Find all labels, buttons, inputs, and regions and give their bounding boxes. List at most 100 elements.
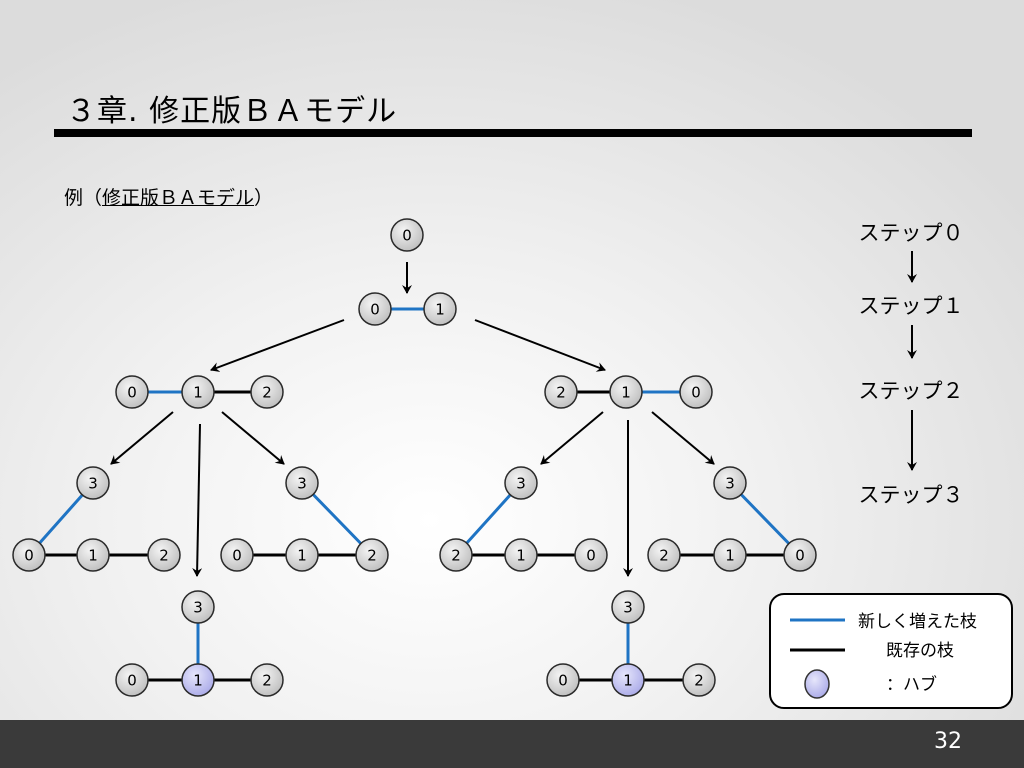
node-9-1 [546, 663, 580, 697]
arrow-left-to-case3 [192, 423, 203, 577]
graph-6: 3 0 1 2 [115, 590, 284, 697]
node-4-2 [76, 538, 110, 572]
node-7-3 [574, 538, 608, 572]
legend-new-edge-label: 新しく増えた枝 [858, 612, 977, 632]
node-label-6-3: 2 [262, 672, 272, 690]
hub-node-6-2 [181, 663, 215, 697]
node-label-6-1: 0 [127, 672, 137, 690]
node-label-6-0: 3 [193, 599, 203, 617]
legend-hub-swatch [804, 669, 830, 699]
node-label-2-0: 0 [127, 384, 137, 402]
slide-title: ３章. 修正版ＢＡモデル [66, 94, 398, 129]
graph-5: 3 0 1 2 [220, 466, 389, 572]
arrow-step1-to-left [210, 319, 345, 372]
node-9-3 [682, 663, 716, 697]
node-3-2 [679, 375, 713, 409]
node-label-5-2: 1 [297, 547, 307, 565]
node-9-0 [611, 590, 645, 624]
node-label-6-2: 1 [193, 672, 203, 690]
arrow-right-to-case2 [651, 411, 715, 465]
caption-prefix: 例（ [64, 187, 103, 209]
step-1-label: ステップ１ [859, 294, 964, 318]
node-label-8-3: 0 [795, 547, 805, 565]
transition-arrows [110, 262, 715, 577]
node-1-0 [358, 292, 392, 326]
node-6-1 [115, 663, 149, 697]
node-label-1-0: 0 [370, 301, 380, 319]
step-3-label: ステップ３ [859, 483, 964, 507]
step-labels: ステップ０ ステップ１ ステップ２ ステップ３ [859, 221, 964, 507]
node-label-0-0: 0 [402, 227, 412, 245]
legend-hub-label: ：ハブ [886, 674, 937, 695]
node-4-0 [76, 466, 110, 500]
node-3-1 [609, 375, 643, 409]
node-7-1 [439, 538, 473, 572]
node-1-1 [423, 292, 457, 326]
node-label-3-0: 2 [556, 384, 566, 402]
node-label-4-0: 3 [88, 475, 98, 493]
footer-bar: 32 [0, 720, 1024, 768]
node-4-1 [12, 538, 46, 572]
page-number: 32 [934, 729, 962, 754]
arrow-step1-to-right [474, 319, 606, 372]
legend-existing-edge-label: 既存の枝 [886, 641, 954, 661]
hub-node-9-2 [611, 663, 645, 697]
node-label-7-2: 1 [516, 547, 526, 565]
legend: 新しく増えた枝 既存の枝 ：ハブ [769, 593, 1013, 709]
title-divider [54, 129, 972, 137]
node-7-2 [504, 538, 538, 572]
node-3-0 [544, 375, 578, 409]
node-5-0 [285, 466, 319, 500]
node-label-9-3: 2 [694, 672, 704, 690]
node-label-9-0: 3 [623, 599, 633, 617]
legend-box [769, 593, 1013, 709]
example-caption: 例（修正版ＢＡモデル） [64, 183, 273, 210]
node-8-0 [713, 466, 747, 500]
caption-model-name: 修正版ＢＡモデル [102, 187, 255, 209]
node-label-4-2: 1 [88, 547, 98, 565]
node-label-7-0: 3 [516, 475, 526, 493]
node-label-4-1: 0 [24, 547, 34, 565]
arrow-left-to-case1 [110, 411, 174, 465]
node-label-5-0: 3 [297, 475, 307, 493]
graph-3: 2 1 0 [544, 375, 713, 409]
node-8-2 [713, 538, 747, 572]
node-label-8-2: 1 [725, 547, 735, 565]
graph-2: 0 1 2 [115, 375, 284, 409]
node-label-5-1: 0 [232, 547, 242, 565]
caption-suffix: ） [254, 187, 274, 209]
node-8-1 [647, 538, 681, 572]
node-label-3-1: 1 [621, 384, 631, 402]
node-label-2-2: 2 [262, 384, 272, 402]
node-label-2-1: 1 [193, 384, 203, 402]
node-label-7-3: 0 [586, 547, 596, 565]
node-2-0 [115, 375, 149, 409]
node-label-4-3: 2 [159, 547, 169, 565]
graph-4: 3 0 1 2 [12, 466, 181, 572]
node-8-3 [783, 538, 817, 572]
node-6-0 [181, 590, 215, 624]
node-label-8-0: 3 [725, 475, 735, 493]
node-5-1 [220, 538, 254, 572]
arrow-left-to-case2 [221, 411, 285, 465]
node-label-9-1: 0 [558, 672, 568, 690]
node-0-0 [390, 218, 424, 252]
step-0-label: ステップ０ [859, 221, 964, 245]
node-label-5-3: 2 [367, 547, 377, 565]
step-2-label: ステップ２ [859, 379, 964, 403]
arrow-right-to-case1 [540, 411, 604, 465]
graph-7: 3 2 1 0 [439, 466, 608, 572]
node-2-1 [181, 375, 215, 409]
node-5-3 [355, 538, 389, 572]
node-label-3-2: 0 [691, 384, 701, 402]
node-label-7-1: 2 [451, 547, 461, 565]
node-6-3 [250, 663, 284, 697]
node-label-8-1: 2 [659, 547, 669, 565]
node-label-1-1: 1 [435, 301, 445, 319]
node-7-0 [504, 466, 538, 500]
graph-0: 0 [390, 218, 424, 252]
